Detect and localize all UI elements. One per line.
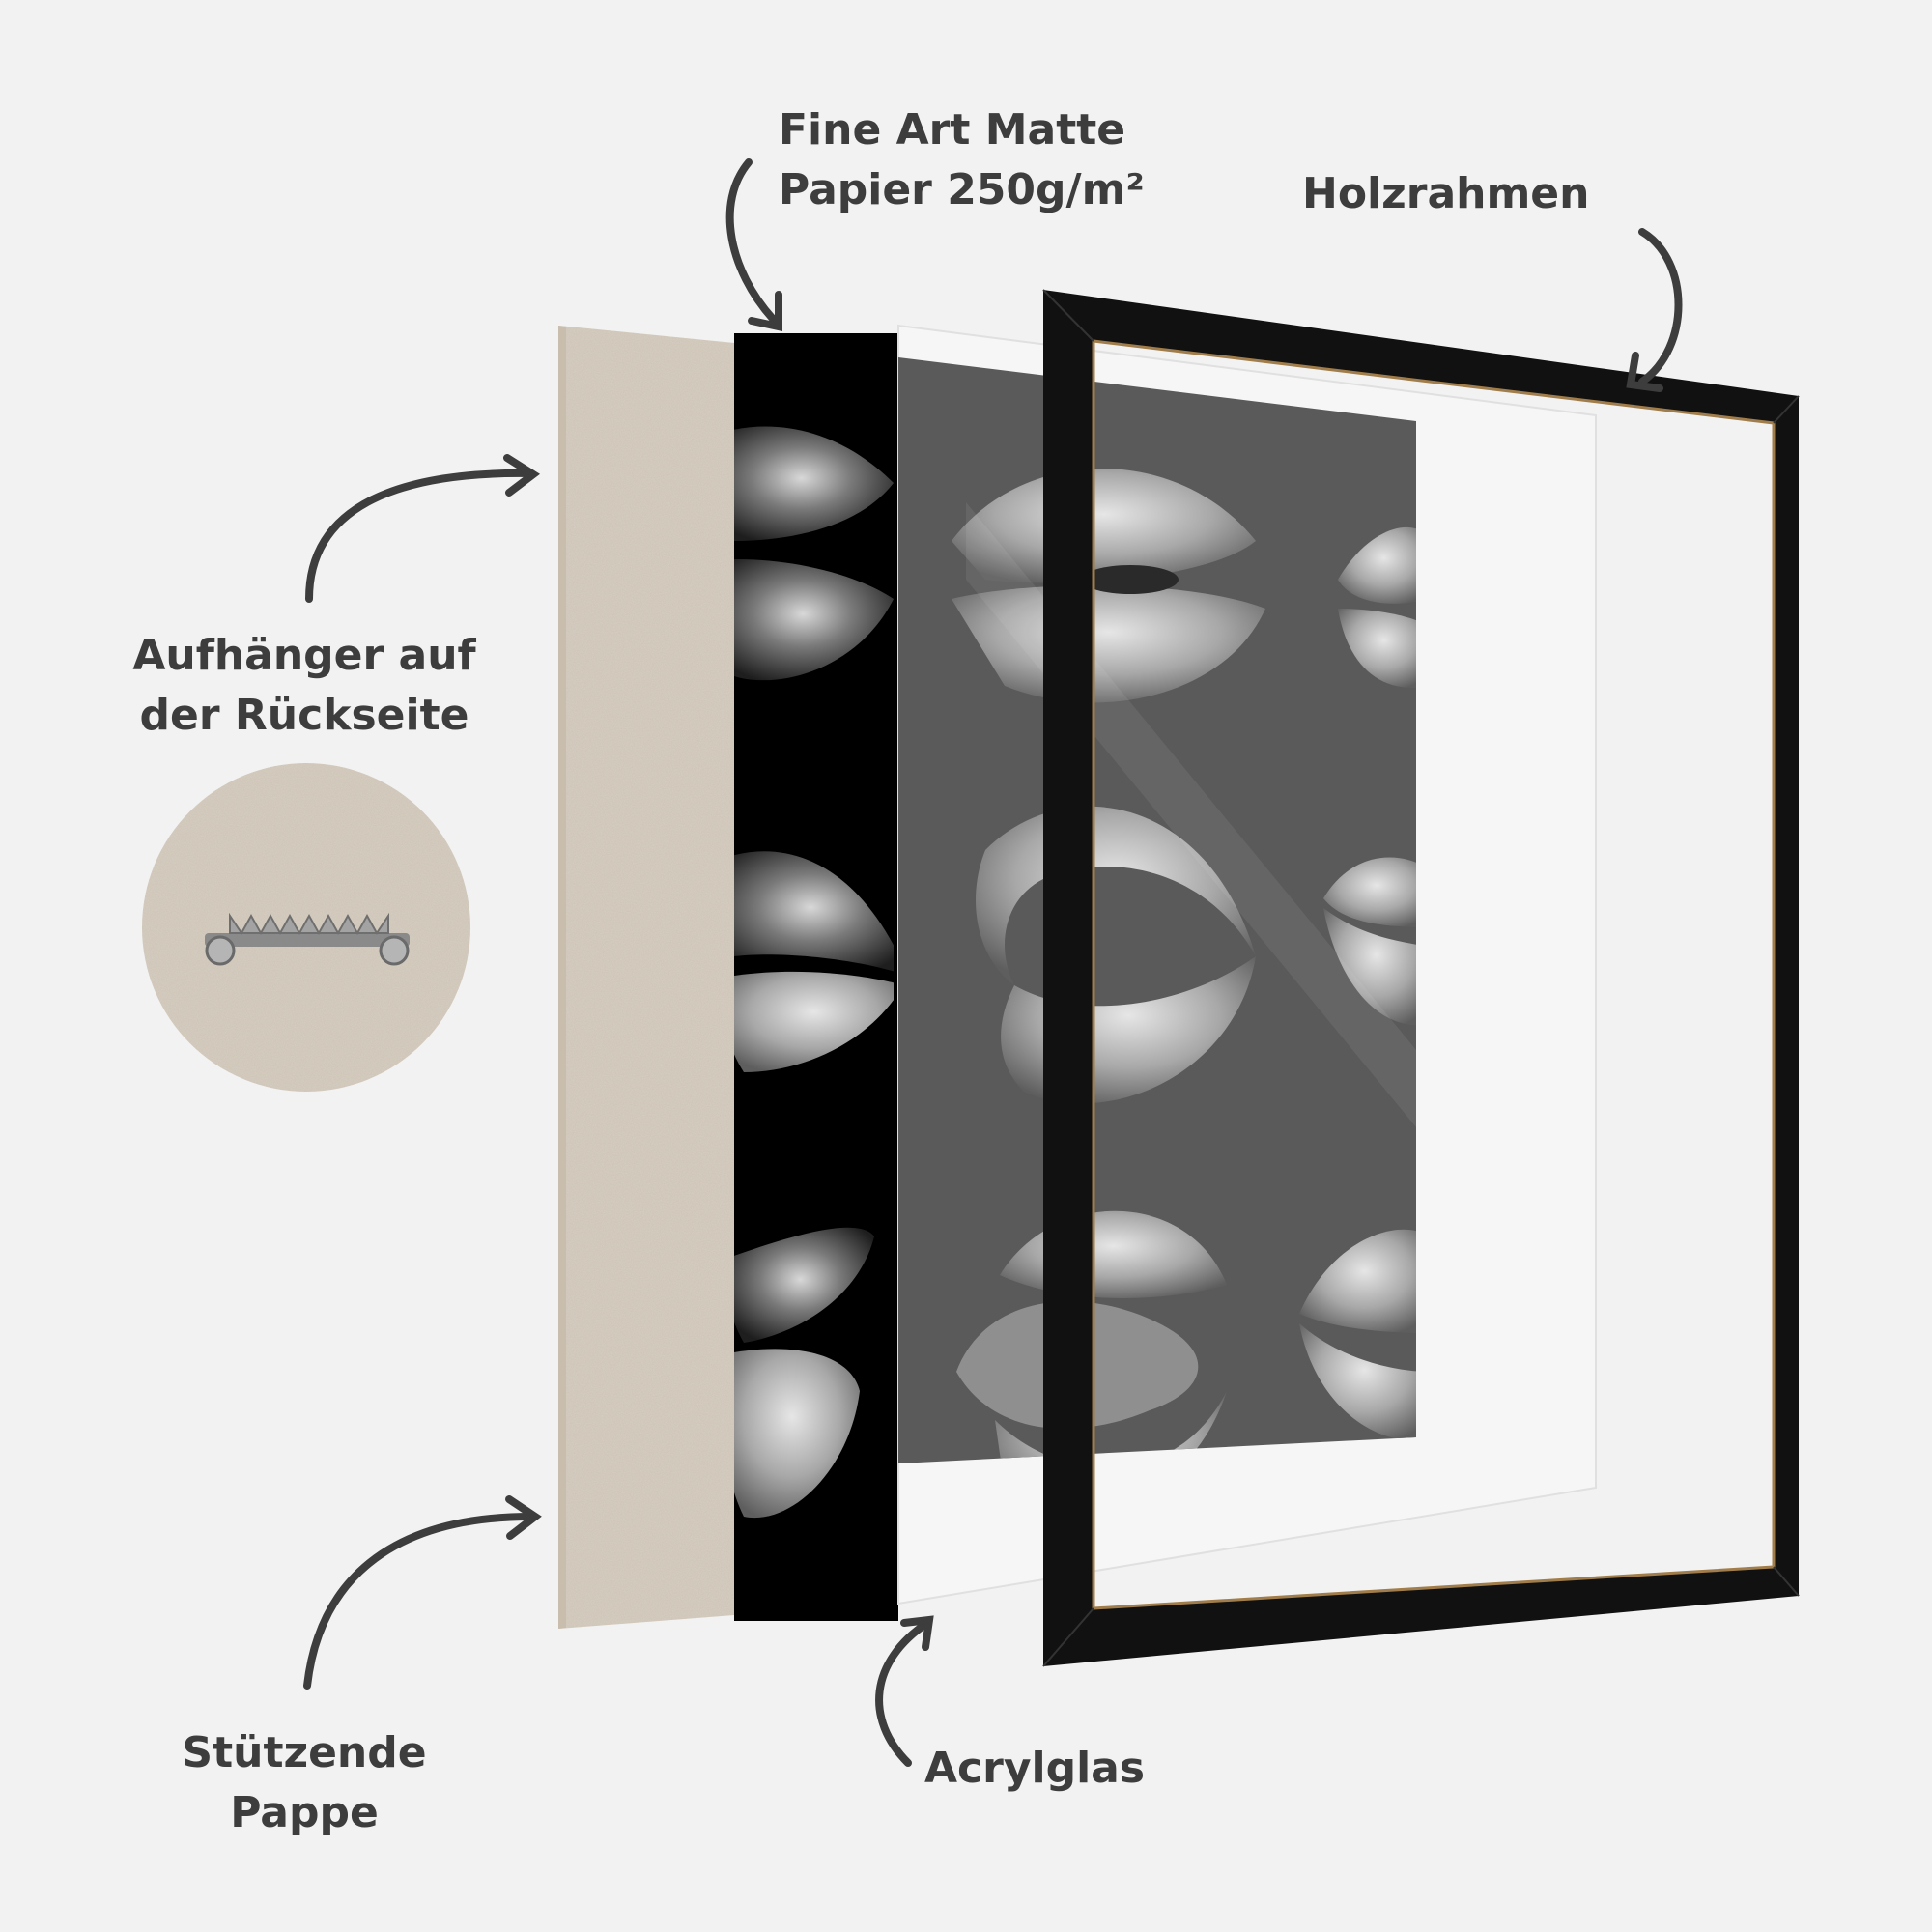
hanger-detail-circle [142, 763, 470, 1092]
paper-label: Fine Art Matte Papier 250g/m² [779, 105, 1145, 214]
lips-print-icon [734, 426, 894, 1519]
curved-arrow-icon [305, 454, 541, 603]
cardboard-backing [558, 326, 734, 1629]
fine-art-print [734, 333, 898, 1621]
sawtooth-hanger-icon [205, 912, 410, 966]
acrylic-label: Acrylglas [924, 1744, 1146, 1793]
hanger-label: Aufhänger auf der Rückseite [132, 631, 476, 740]
cardboard-label: Stützende Pappe [182, 1728, 427, 1837]
acrylic-glass-sheet [897, 324, 1597, 1605]
curved-arrow-icon [875, 1615, 934, 1767]
curved-arrow-icon [303, 1495, 542, 1690]
frame-label: Holzrahmen [1302, 169, 1590, 218]
curved-arrow-icon [725, 158, 782, 331]
curved-arrow-icon [1626, 228, 1683, 392]
wooden-frame [1042, 289, 1800, 1667]
